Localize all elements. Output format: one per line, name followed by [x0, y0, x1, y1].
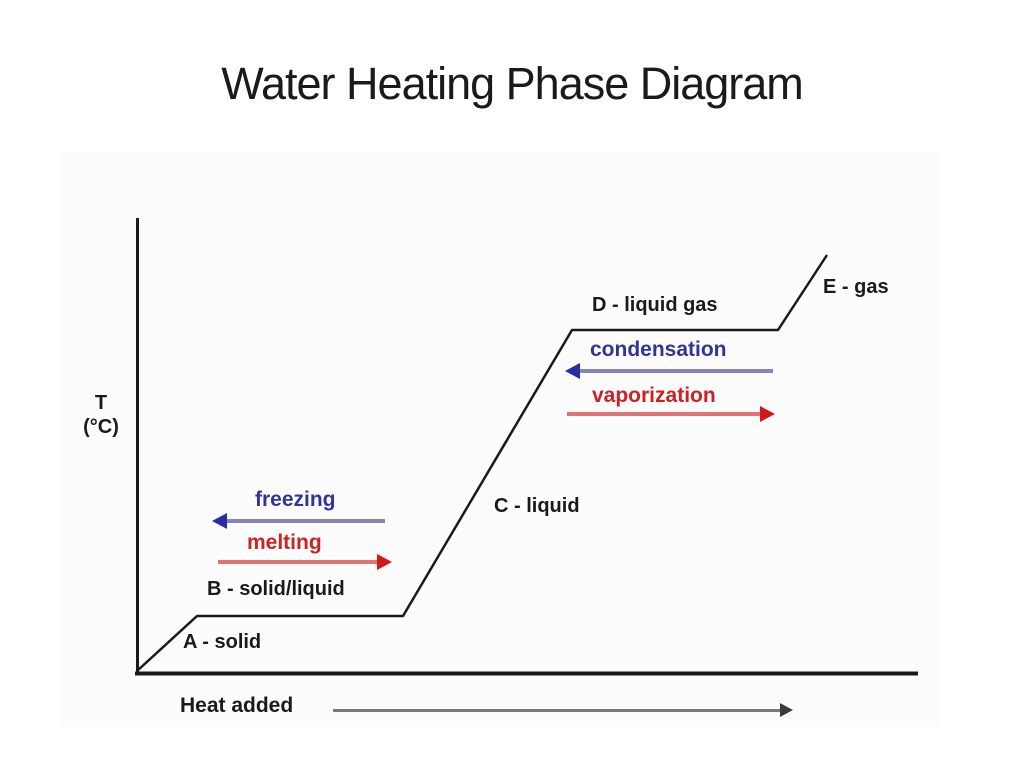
- heat-added-right-arrow: [333, 703, 793, 717]
- y-axis-label: T (°C): [70, 391, 132, 439]
- phase-label-a-solid: A - solid: [183, 631, 262, 653]
- arrowhead-right-icon: [760, 406, 775, 422]
- arrow-shaft: [218, 560, 377, 564]
- y-axis-label-unit: (°C): [83, 416, 119, 438]
- axes-and-curve-canvas: [135, 218, 918, 676]
- x-axis-label: Heat added: [180, 694, 294, 717]
- arrow-shaft: [333, 708, 780, 712]
- vaporization-label: vaporization: [592, 384, 716, 407]
- phase-label-d-liquid-gas: D - liquid gas: [592, 294, 718, 316]
- melting-label: melting: [247, 531, 322, 554]
- phase-label-c-liquid: C - liquid: [494, 495, 580, 517]
- arrowhead-left-icon: [565, 363, 580, 379]
- arrow-shaft: [567, 412, 760, 416]
- melting-right-arrow: [218, 554, 392, 570]
- arrowhead-right-icon: [780, 703, 793, 717]
- arrow-shaft: [227, 519, 385, 523]
- phase-diagram: T (°C) freezing melting condensation vap…: [60, 152, 942, 727]
- page-title: Water Heating Phase Diagram: [221, 58, 804, 109]
- y-axis-label-symbol: T: [94, 392, 108, 414]
- condensation-left-arrow: [565, 363, 773, 379]
- vaporization-right-arrow: [567, 406, 775, 422]
- arrowhead-right-icon: [377, 554, 392, 570]
- phase-label-e-gas: E - gas: [823, 276, 889, 298]
- phase-label-b-solid-liquid: B - solid/liquid: [207, 578, 345, 600]
- arrow-shaft: [580, 369, 773, 373]
- condensation-label: condensation: [590, 338, 727, 361]
- freezing-left-arrow: [212, 513, 385, 529]
- arrowhead-left-icon: [212, 513, 227, 529]
- heating-curve: [136, 254, 829, 672]
- freezing-label: freezing: [255, 488, 336, 511]
